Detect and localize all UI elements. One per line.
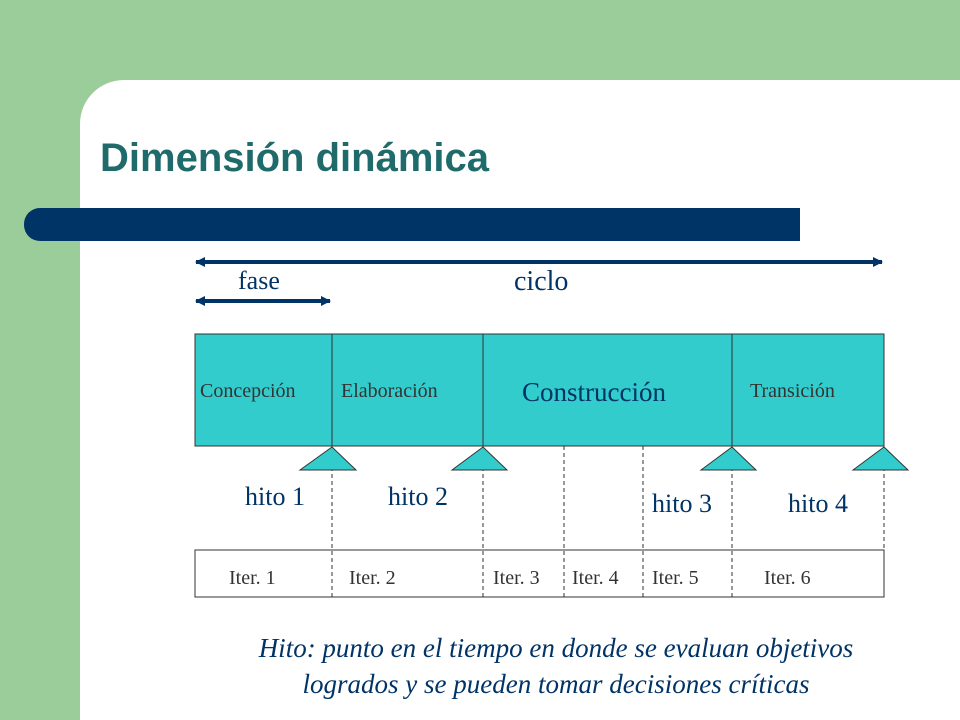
phase-box-construccion xyxy=(482,333,733,447)
milestone-triangle-4 xyxy=(851,446,910,471)
phase-box-elaboracion xyxy=(331,333,484,447)
milestone-triangle-2 xyxy=(450,446,509,471)
milestone-label-3: hito 3 xyxy=(652,489,712,518)
cycle-label: ciclo xyxy=(514,266,569,297)
caption-line-1: Hito: punto en el tiempo en donde se eva… xyxy=(258,633,854,663)
iteration-label-5: Iter. 5 xyxy=(652,567,699,589)
iteration-label-4: Iter. 4 xyxy=(572,567,619,589)
phase-box-transicion xyxy=(731,333,885,447)
title-underline-bar xyxy=(24,208,800,241)
phase-label: fase xyxy=(238,266,280,295)
milestone-label-1: hito 1 xyxy=(245,482,305,511)
phase-label-elaboracion: Elaboración xyxy=(341,380,438,402)
slide-title: Dimensión dinámica xyxy=(100,136,489,180)
phase-label-construccion: Construcción xyxy=(522,377,666,407)
milestone-triangle-1 xyxy=(298,446,358,471)
caption-line-2: logrados y se pueden tomar decisiones cr… xyxy=(302,669,810,699)
iteration-bar xyxy=(194,549,885,598)
phase-label-transicion: Transición xyxy=(750,380,835,402)
iteration-label-3: Iter. 3 xyxy=(493,567,540,589)
milestone-triangle-3 xyxy=(699,446,758,471)
milestone-label-4: hito 4 xyxy=(788,489,848,518)
milestone-label-2: hito 2 xyxy=(388,482,448,511)
iteration-label-2: Iter. 2 xyxy=(349,567,396,589)
phase-box-concepcion xyxy=(194,333,333,447)
iteration-label-1: Iter. 1 xyxy=(229,567,276,589)
milestone-definition-caption: Hito: punto en el tiempo en donde se eva… xyxy=(196,630,916,702)
iteration-label-6: Iter. 6 xyxy=(764,567,811,589)
phase-label-concepcion: Concepción xyxy=(200,380,296,402)
